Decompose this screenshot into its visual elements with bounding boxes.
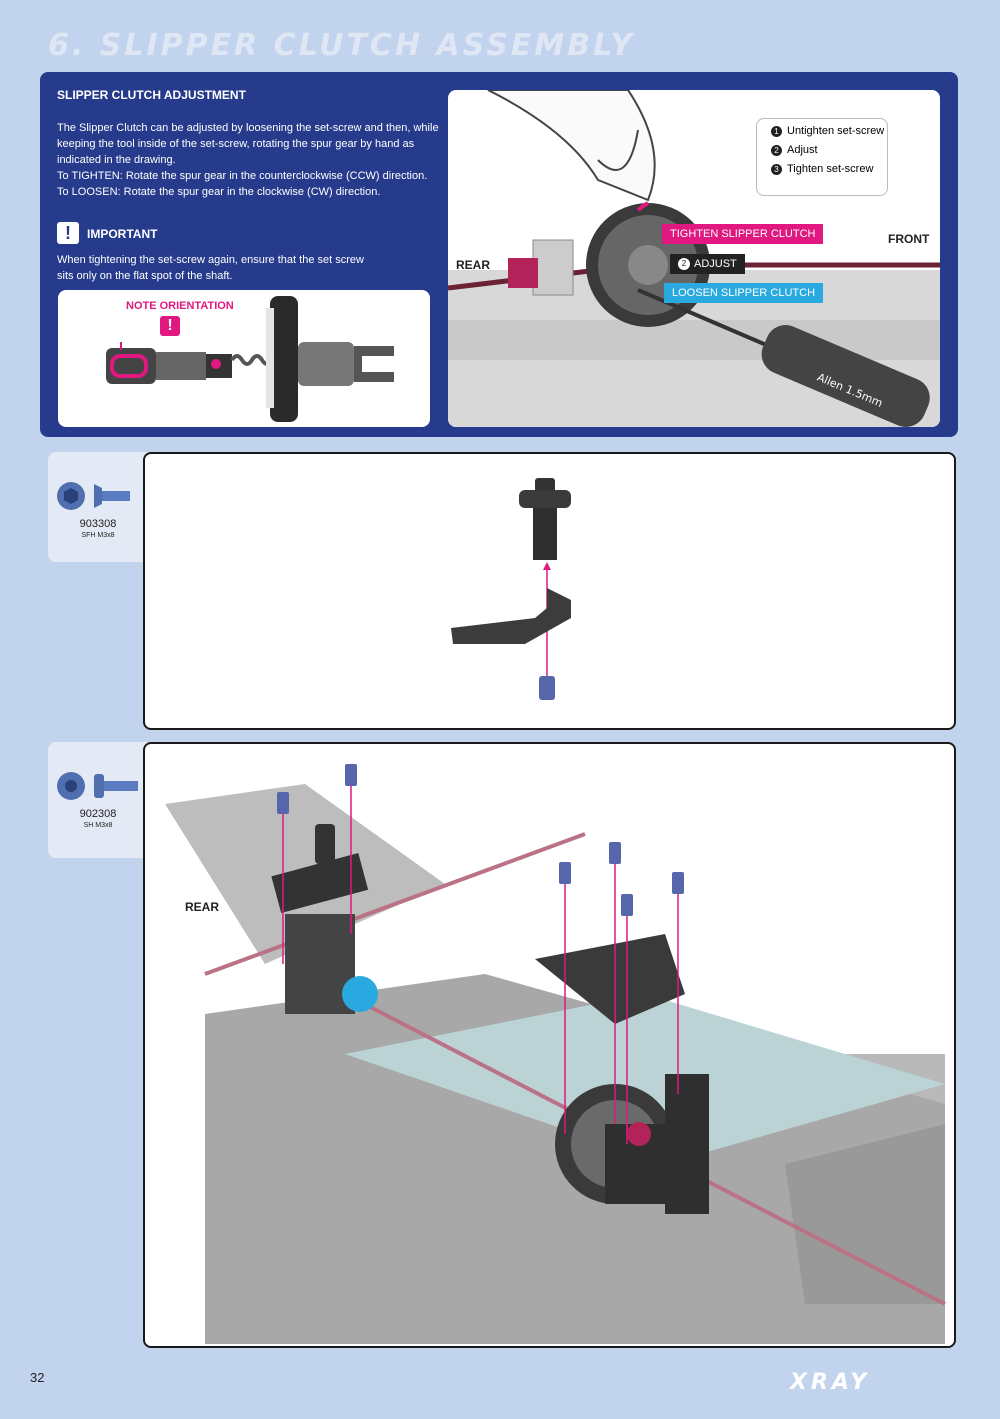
loosen-instruction: To LOOSEN: Rotate the spur gear in the c… <box>57 186 381 198</box>
adjust-num: 2 <box>678 258 690 271</box>
step2-box: REAR <box>143 742 956 1348</box>
screw-icon <box>57 772 138 800</box>
screw-icon <box>57 482 130 510</box>
brand-logo: XRAY <box>790 1370 871 1395</box>
rear-label: REAR <box>185 900 220 914</box>
step1-illustration <box>451 478 571 700</box>
step1-box <box>143 452 956 730</box>
step1-part-tab: 903308 SFH M3x8 <box>48 452 148 562</box>
adjustment-heading: SLIPPER CLUTCH ADJUSTMENT <box>57 88 246 102</box>
adjust-text: ADJUST <box>694 258 737 270</box>
legend-item: 3 Tighten set-screw <box>771 163 887 176</box>
rear-label: REAR <box>456 258 491 272</box>
legend-number: 2 <box>771 144 782 156</box>
legend-text: Tighten set-screw <box>787 163 874 175</box>
shaft-illustration <box>106 296 394 422</box>
legend-item: 2 Adjust <box>771 144 887 157</box>
adjustment-legend: 1 Untighten set-screw 2 Adjust 3 Tighten se… <box>756 118 888 196</box>
important-text: When tightening the set-screw again, ens… <box>57 254 364 282</box>
legend-number: 3 <box>771 163 782 175</box>
step2-part-tab: 902308 SH M3x8 <box>48 742 148 858</box>
loosen-tag: LOOSEN SLIPPER CLUTCH <box>664 283 824 303</box>
part-number: 903308 <box>79 518 117 530</box>
note-orientation-label: NOTE ORIENTATION <box>126 300 234 312</box>
tighten-tag: TIGHTEN SLIPPER CLUTCH <box>662 224 824 244</box>
part-description: SH M3x8 <box>83 822 113 829</box>
legend-item: 1 Untighten set-screw <box>771 125 887 138</box>
note-orientation-box: NOTE ORIENTATION ! <box>58 290 430 427</box>
part-description: SFH M3x8 <box>81 532 115 539</box>
legend-number: 1 <box>771 125 782 137</box>
adjust-tag: 2 ADJUST <box>670 254 745 274</box>
page-title: 6. SLIPPER CLUTCH ASSEMBLY <box>48 28 636 63</box>
warning-icon: ! <box>57 222 79 244</box>
page-number: 32 <box>30 1370 45 1385</box>
part-number: 902308 <box>79 808 117 820</box>
chassis-assembly-illustration <box>165 764 946 1344</box>
tighten-instruction: To TIGHTEN: Rotate the spur gear in the … <box>57 170 428 182</box>
legend-text: Untighten set-screw <box>787 125 885 137</box>
legend-text: Adjust <box>787 144 818 156</box>
important-label: IMPORTANT <box>87 227 158 241</box>
adjustment-intro: The Slipper Clutch can be adjusted by lo… <box>57 122 439 166</box>
front-label: FRONT <box>888 232 930 246</box>
warning-icon: ! <box>160 316 180 336</box>
